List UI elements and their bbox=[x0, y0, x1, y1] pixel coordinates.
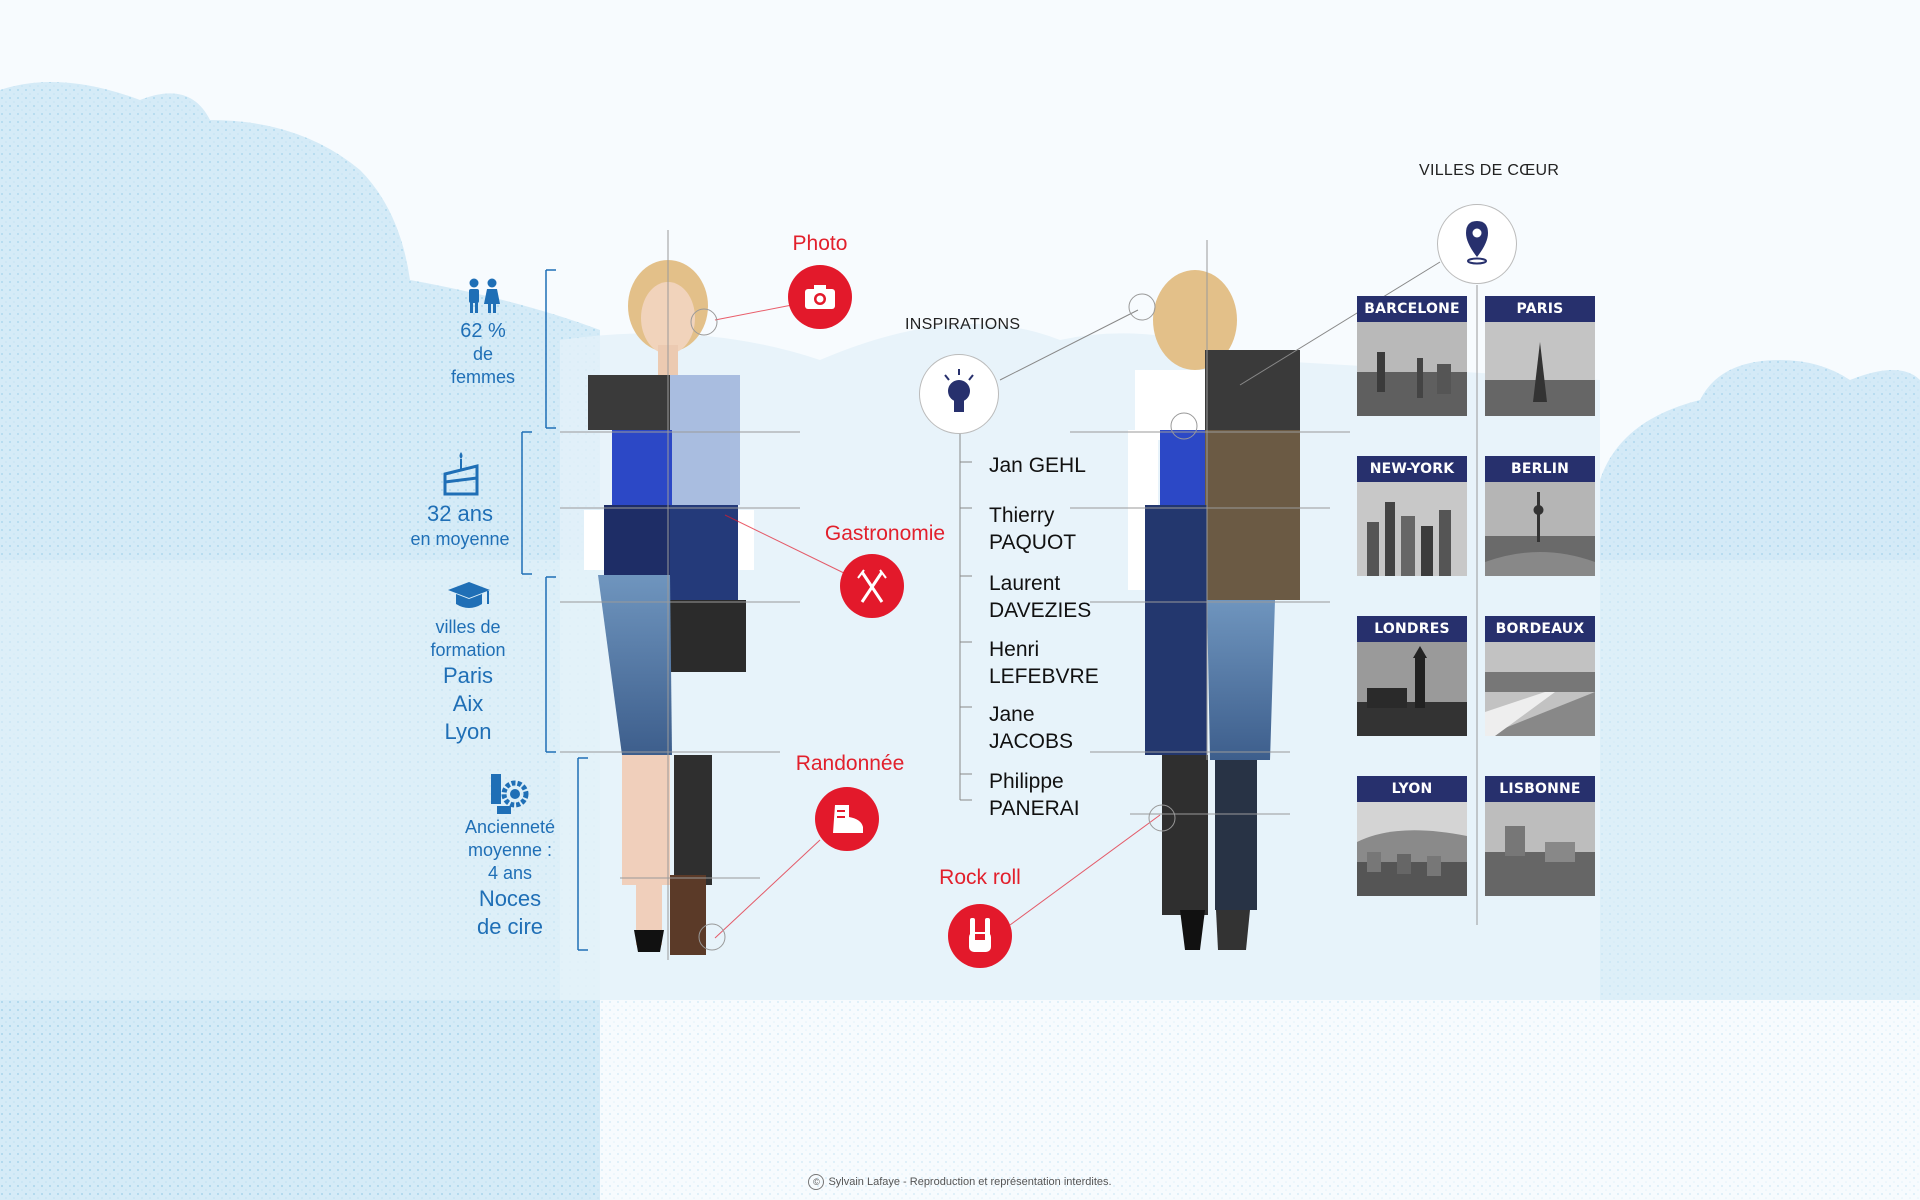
age-value: 32 ans bbox=[426, 501, 494, 526]
grad-icon-wrap bbox=[446, 580, 492, 617]
copyright-icon: © bbox=[808, 1174, 825, 1190]
inspiration-1: Jan GEHL bbox=[989, 452, 1086, 479]
age-line2: en moyenne bbox=[410, 529, 510, 549]
seniority-line3: 4 ans bbox=[487, 863, 533, 883]
training-city-1: Paris bbox=[442, 663, 494, 688]
inspiration-3-first: Laurent bbox=[989, 572, 1061, 595]
map-pin-icon bbox=[1466, 221, 1488, 265]
inspiration-6-last: PANERAI bbox=[989, 797, 1080, 820]
city-name-berlin: BERLIN bbox=[1485, 456, 1595, 482]
city-card-new-york: NEW-YORK bbox=[1357, 456, 1467, 576]
inspiration-5-first: Jane bbox=[989, 703, 1035, 726]
city-card-bordeaux: BORDEAUX bbox=[1485, 616, 1595, 736]
cities-node bbox=[1437, 204, 1517, 284]
inspiration-4-last: LEFEBVRE bbox=[989, 665, 1099, 688]
hobby-rock bbox=[948, 904, 1012, 968]
woman-front-figure bbox=[584, 260, 754, 955]
women-line3: femmes bbox=[450, 367, 515, 387]
city-photo-bordeaux bbox=[1485, 642, 1595, 736]
inspiration-2-last: PAQUOT bbox=[989, 531, 1077, 554]
hobby-gastronomy bbox=[840, 554, 904, 618]
city-card-berlin: BERLIN bbox=[1485, 456, 1595, 576]
training-line1: villes de bbox=[435, 617, 501, 637]
training-city-3: Lyon bbox=[444, 719, 492, 744]
city-photo-new-york bbox=[1357, 482, 1467, 576]
hobby-hiking-label: Randonnée bbox=[795, 752, 905, 775]
camera-icon bbox=[805, 285, 835, 309]
seniority-big1: Noces bbox=[478, 886, 542, 911]
city-name-londres: LONDRES bbox=[1357, 616, 1467, 642]
city-photo-barcelone bbox=[1357, 322, 1467, 416]
women-stat bbox=[452, 278, 514, 319]
seniority-big2: de cire bbox=[476, 914, 544, 939]
people-icon bbox=[469, 278, 500, 313]
seniority-line2: moyenne : bbox=[467, 840, 553, 860]
seniority-icon-wrap bbox=[486, 772, 532, 821]
city-photo-lisbonne bbox=[1485, 802, 1595, 896]
inspiration-3-last: DAVEZIES bbox=[989, 599, 1092, 622]
training-city-2: Aix bbox=[452, 691, 484, 716]
city-photo-paris bbox=[1485, 322, 1595, 416]
cake-icon bbox=[443, 452, 479, 496]
city-card-paris: PARIS bbox=[1485, 296, 1595, 416]
seniority-line1: Ancienneté bbox=[464, 817, 556, 837]
inspiration-4-first: Henri bbox=[989, 638, 1040, 661]
inspiration-2-first: Thierry bbox=[989, 504, 1055, 527]
badge-gear-icon bbox=[491, 774, 529, 814]
hobby-hiking bbox=[815, 787, 879, 851]
women-text: 62 % de femmes bbox=[446, 320, 520, 389]
seniority-text: Ancienneté moyenne : 4 ans Noces de cire bbox=[450, 816, 570, 941]
footer-text: Sylvain Lafaye - Reproduction et représe… bbox=[828, 1175, 1112, 1188]
city-photo-londres bbox=[1357, 642, 1467, 736]
city-name-bordeaux: BORDEAUX bbox=[1485, 616, 1595, 642]
age-text: 32 ans en moyenne bbox=[402, 500, 518, 551]
light-bulb-icon bbox=[944, 369, 974, 412]
footer-copyright: ©Sylvain Lafaye - Reproduction et représ… bbox=[0, 1174, 1920, 1190]
city-photo-berlin bbox=[1485, 482, 1595, 576]
city-name-lisbonne: LISBONNE bbox=[1485, 776, 1595, 802]
women-percent: 62 % bbox=[460, 320, 506, 342]
city-card-lyon: LYON bbox=[1357, 776, 1467, 896]
inspiration-5-last: JACOBS bbox=[989, 730, 1074, 753]
cake-stat-icon-wrap bbox=[436, 450, 486, 503]
graduation-cap-icon bbox=[448, 582, 490, 608]
rock-hand-icon bbox=[969, 918, 991, 952]
boot-icon bbox=[833, 805, 863, 833]
cities-title: VILLES DE CŒUR bbox=[1419, 162, 1560, 179]
city-name-new-york: NEW-YORK bbox=[1357, 456, 1467, 482]
city-photo-lyon bbox=[1357, 802, 1467, 896]
woman-back-figure bbox=[1128, 270, 1300, 950]
city-card-londres: LONDRES bbox=[1357, 616, 1467, 736]
inspirations-title: INSPIRATIONS bbox=[905, 316, 1021, 333]
city-card-barcelone: BARCELONE bbox=[1357, 296, 1467, 416]
hobby-photo bbox=[788, 265, 852, 329]
hobby-photo-label: Photo bbox=[792, 232, 848, 255]
hobby-gastronomy-label: Gastronomie bbox=[824, 522, 946, 545]
fork-knife-icon bbox=[857, 569, 887, 603]
inspiration-1-name: Jan GEHL bbox=[989, 454, 1086, 477]
training-text: villes de formation Paris Aix Lyon bbox=[418, 616, 518, 746]
city-name-paris: PARIS bbox=[1485, 296, 1595, 322]
inspiration-6-first: Philippe bbox=[989, 770, 1064, 793]
training-line2: formation bbox=[430, 640, 506, 660]
city-name-lyon: LYON bbox=[1357, 776, 1467, 802]
inspirations-node bbox=[919, 354, 999, 434]
hobby-rock-label: Rock roll bbox=[939, 866, 1021, 889]
women-line2: de bbox=[472, 344, 494, 364]
city-name-barcelone: BARCELONE bbox=[1357, 296, 1467, 322]
city-card-lisbonne: LISBONNE bbox=[1485, 776, 1595, 896]
